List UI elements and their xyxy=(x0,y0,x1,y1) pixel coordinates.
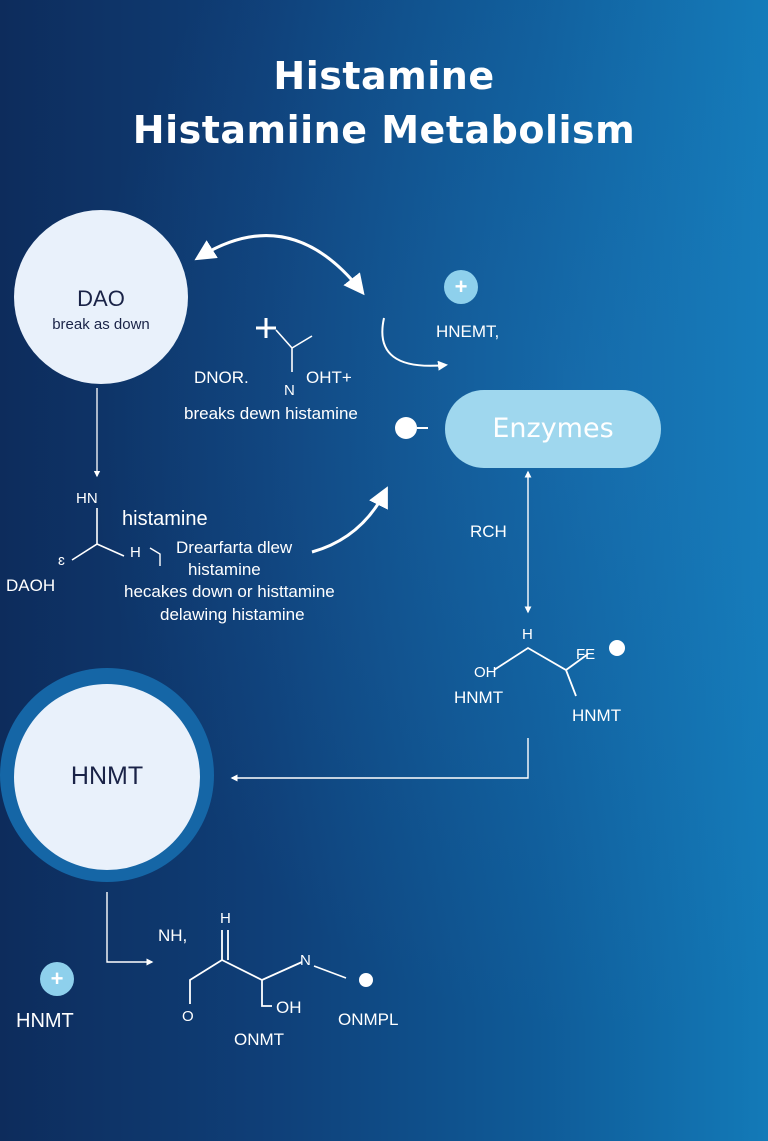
label-daoh: DAOH xyxy=(6,576,56,595)
molecule-bottom xyxy=(189,930,303,1007)
dao-circle: DAO break as down xyxy=(14,210,188,384)
desc-line-4: delawing histamine xyxy=(160,605,305,624)
connector-to-hnmt xyxy=(230,738,529,782)
hnemt-curved-arrow xyxy=(381,317,448,371)
label-rch: RCH xyxy=(470,522,507,541)
desc-line-2: histamine xyxy=(188,560,261,579)
label-hnmt-right-2: HNMT xyxy=(572,706,622,725)
label-e-small: ɛ xyxy=(58,552,65,569)
label-o-bottom: O xyxy=(182,1008,194,1025)
label-onmpl: ONMPL xyxy=(338,1010,399,1029)
top-curved-arrow xyxy=(194,234,365,296)
title-line-1: Histamine xyxy=(273,54,495,98)
label-hn: HN xyxy=(76,490,98,507)
plus-badge-top: + xyxy=(444,270,478,304)
label-n-top: N xyxy=(284,382,295,399)
label-h-right: H xyxy=(522,626,533,643)
dao-subtitle: break as down xyxy=(52,316,150,333)
label-histamine: histamine xyxy=(122,508,208,530)
label-oh-right: OH xyxy=(474,664,497,681)
desc-line-1: Drearfarta dlew xyxy=(176,538,293,557)
molecule-left-bracket xyxy=(149,547,161,566)
label-breaks-down: breaks dewn histamine xyxy=(184,404,358,423)
label-dnor: DNOR. xyxy=(194,368,249,387)
label-h-small: H xyxy=(130,544,141,561)
molecule-fragment-top xyxy=(275,329,313,372)
hnmt-title: HNMT xyxy=(70,762,144,790)
hnmt-down-arrow xyxy=(106,892,154,966)
curved-arrow-to-enzymes xyxy=(311,486,388,554)
plus-badge-bottom: + xyxy=(40,962,74,996)
molecule-right xyxy=(493,646,589,697)
molecule-bottom-tail xyxy=(313,965,347,979)
plus-glyph-top xyxy=(256,318,276,338)
dot-right-molecule xyxy=(609,640,625,656)
label-oht: OHT+ xyxy=(306,368,352,387)
hnmt-circle: HNMT xyxy=(14,684,200,870)
molecule-left xyxy=(71,508,125,561)
label-hnmt-right-1: HNMT xyxy=(454,688,504,707)
dao-title: DAO xyxy=(77,286,125,311)
dot-left-of-enzymes xyxy=(395,417,417,439)
label-onmt: ONMT xyxy=(234,1030,285,1049)
label-hnemt: HNEMT, xyxy=(436,322,500,341)
label-hnmt-bottom-left: HNMT xyxy=(16,1010,74,1032)
label-n-bottom: N xyxy=(300,952,311,969)
label-h-bottom: H xyxy=(220,910,231,927)
label-fe-right: FE xyxy=(576,646,596,663)
enzymes-pill: Enzymes xyxy=(445,390,661,468)
title-line-2: Histamiine Metabolism xyxy=(132,108,636,152)
label-oh-bottom: OH xyxy=(276,998,302,1017)
dot-bottom-molecule xyxy=(359,973,373,987)
desc-line-3: hecakes down or histtamine xyxy=(124,582,335,601)
label-nh: NH, xyxy=(158,926,188,945)
